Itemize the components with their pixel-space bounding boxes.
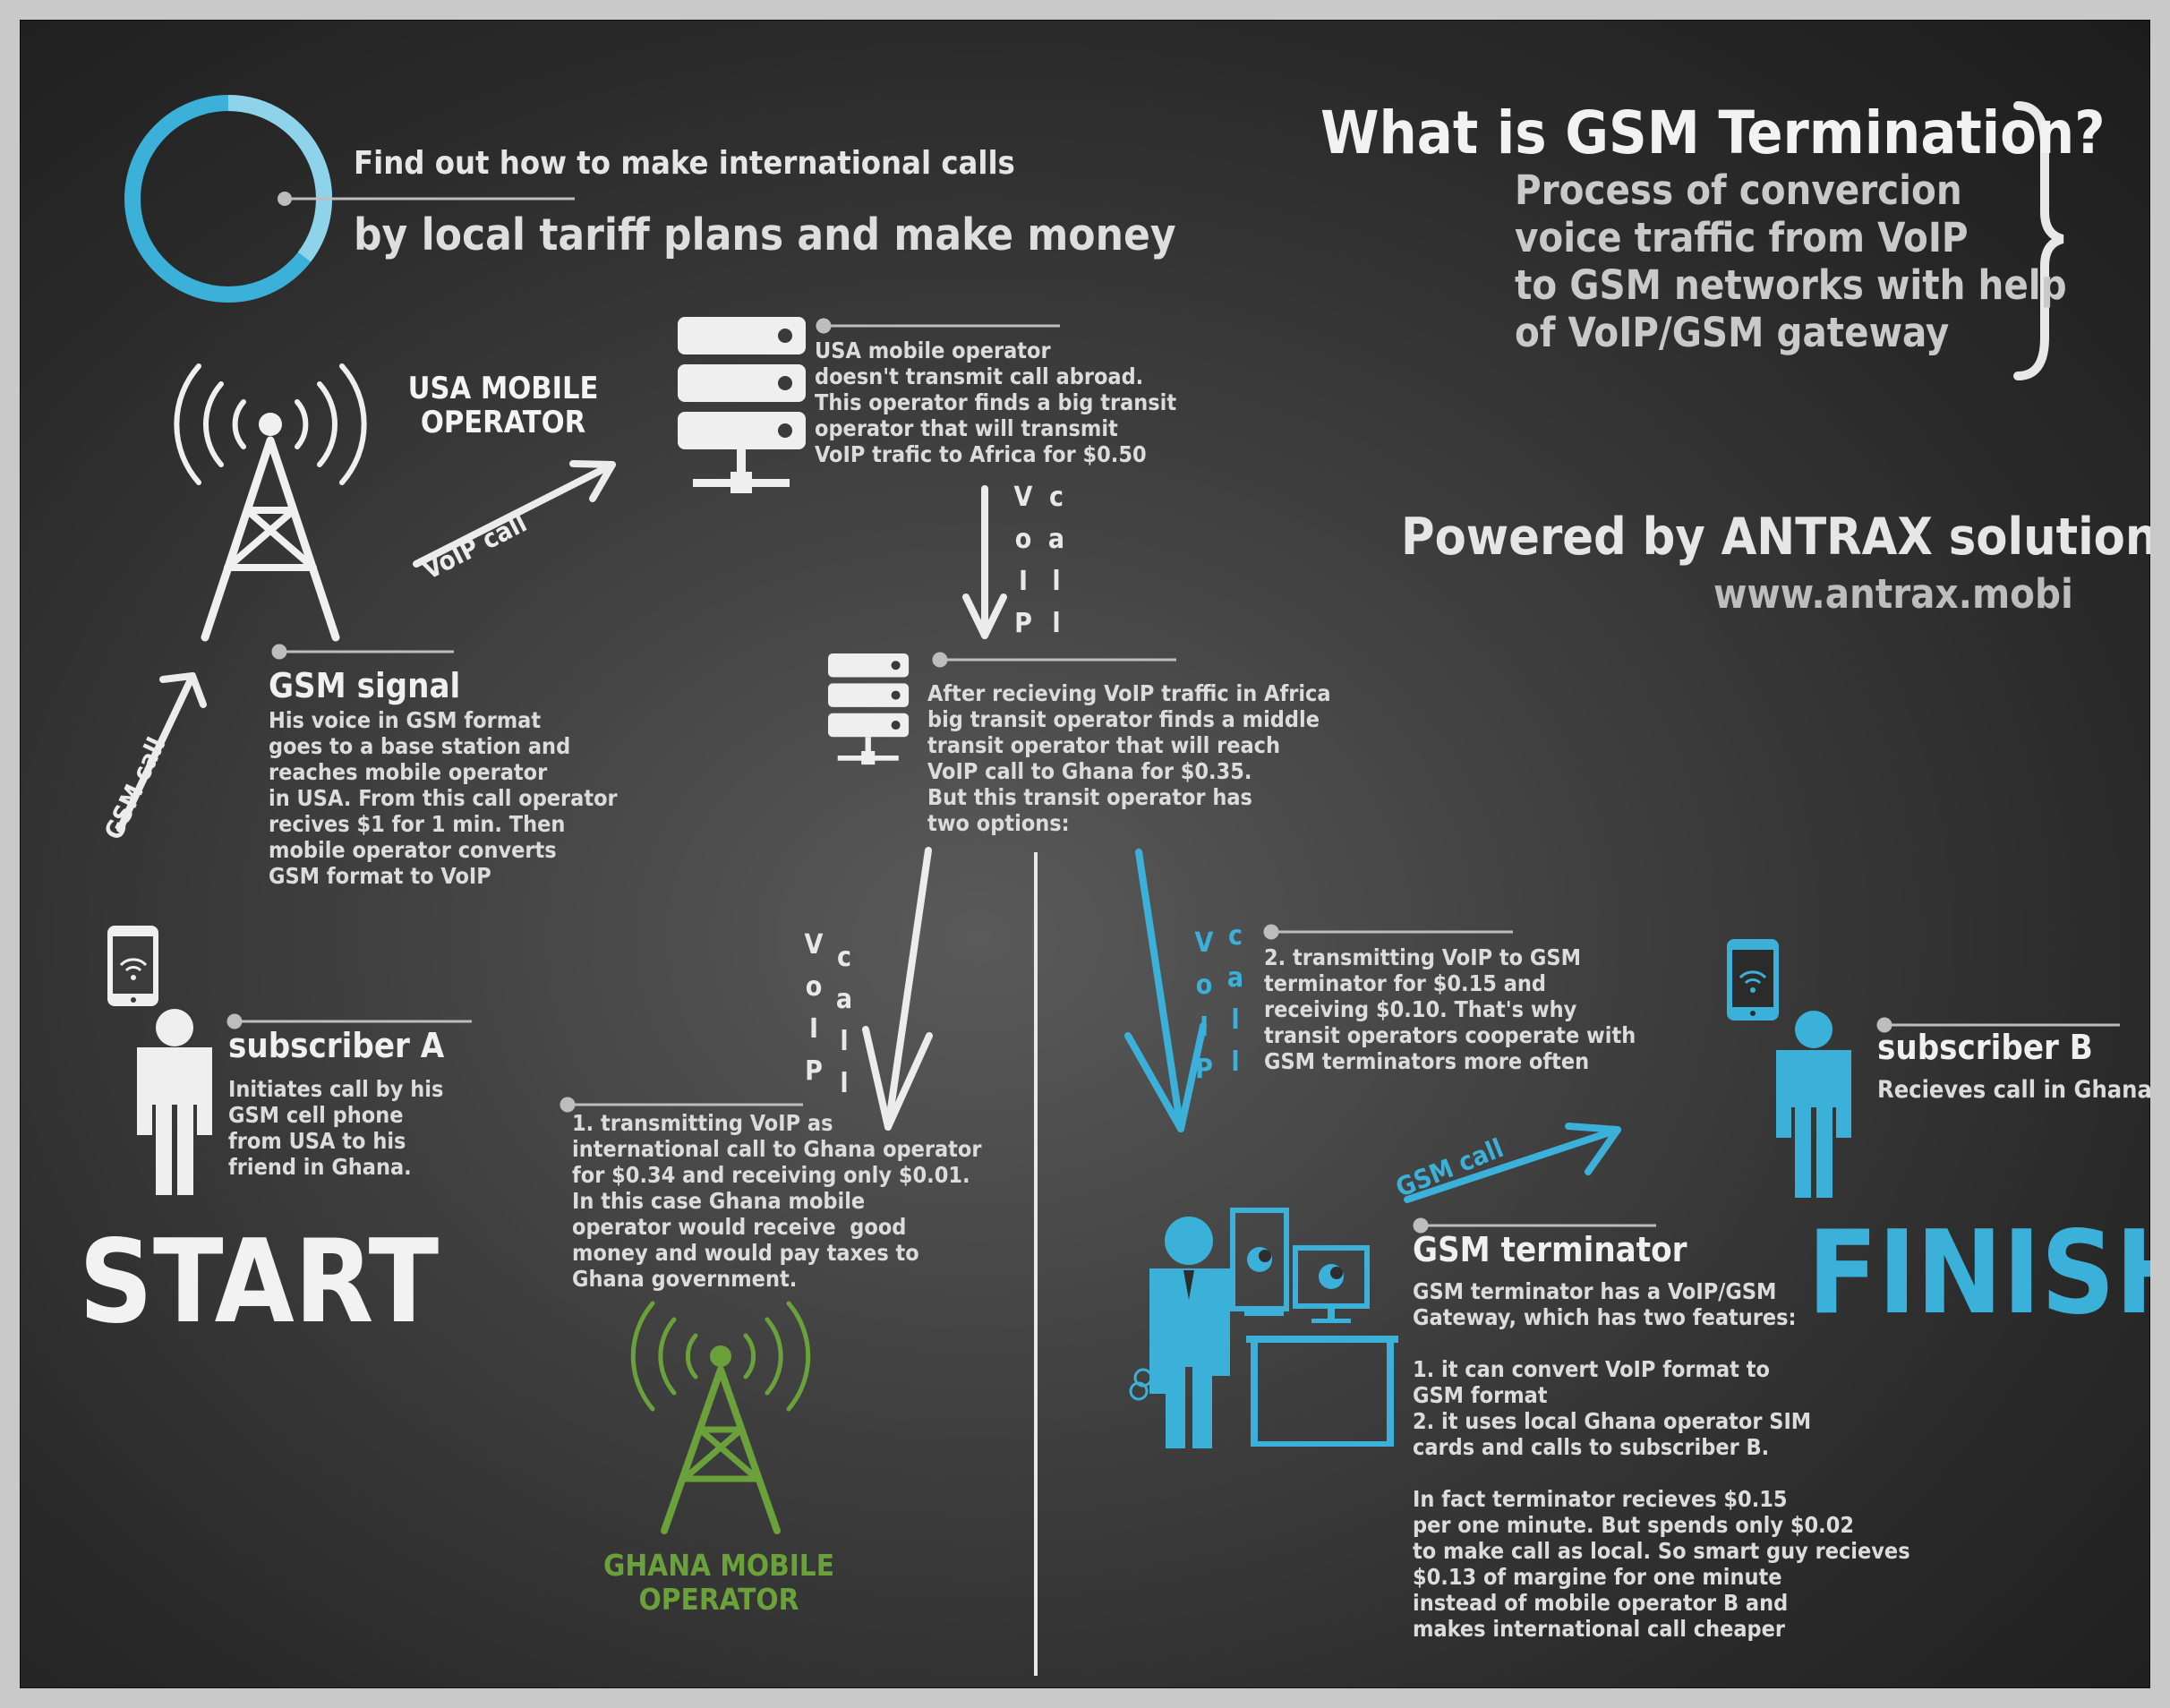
mobile-phone-icon <box>107 926 158 1006</box>
ghana-operator-label: GHANA MOBILE OPERATOR <box>603 1548 834 1617</box>
terminator-workstation-icon <box>1129 1208 1398 1448</box>
person-icon <box>137 1009 212 1195</box>
gsm-signal-title: GSM signal <box>269 666 461 705</box>
radio-tower-icon <box>630 1301 811 1534</box>
subscriber-a-title: subscriber A <box>228 1026 445 1065</box>
start-label: START <box>79 1216 440 1349</box>
gsm-terminator-title: GSM terminator <box>1413 1230 1687 1269</box>
option-1-text: 1. transmitting VoIP as international ca… <box>572 1110 982 1292</box>
subscriber-b-text: Recieves call in Ghana <box>1877 1076 2150 1104</box>
option-2-text: 2. transmitting VoIP to GSM terminator f… <box>1264 944 1636 1074</box>
arrow-icon <box>116 460 1007 1131</box>
finish-label: FINISH <box>1807 1207 2150 1340</box>
arrow-icon <box>1124 849 1621 1203</box>
definition-body: Process of convercion voice traffic from… <box>1515 167 2067 356</box>
intro-line-2: by local tariff plans and make money <box>354 209 1176 260</box>
progress-ring-icon <box>124 95 575 303</box>
gsm-terminator-text: GSM terminator has a VoIP/GSM Gateway, w… <box>1413 1278 1910 1642</box>
radio-tower-icon <box>174 363 367 642</box>
usa-operator-label: USA MOBILE OPERATOR <box>407 371 599 440</box>
powered-by: Powered by ANTRAX solution <box>1401 508 2150 567</box>
subscriber-b-title: subscriber B <box>1877 1028 2093 1067</box>
leader-lines <box>226 318 2120 1234</box>
intro-line-1: Find out how to make international calls <box>354 145 1015 182</box>
website-url: www.antrax.mobi <box>1713 570 2073 618</box>
subscriber-a-text: Initiates call by his GSM cell phone fro… <box>228 1076 444 1180</box>
server-icon <box>678 317 806 493</box>
person-icon <box>1776 1011 1851 1198</box>
usa-transit-text: USA mobile operator doesn't transmit cal… <box>815 337 1177 467</box>
mobile-phone-icon <box>1727 939 1779 1021</box>
diagram-graphics <box>107 95 2120 1676</box>
server-icon <box>828 653 910 765</box>
infographic-canvas: Find out how to make international calls… <box>20 20 2150 1688</box>
definition-title: What is GSM Termination? <box>1320 98 2106 167</box>
gsm-signal-text: His voice in GSM format goes to a base s… <box>269 707 618 889</box>
africa-transit-text: After recieving VoIP traffic in Africa b… <box>927 680 1331 836</box>
brace-icon <box>2013 101 2064 380</box>
